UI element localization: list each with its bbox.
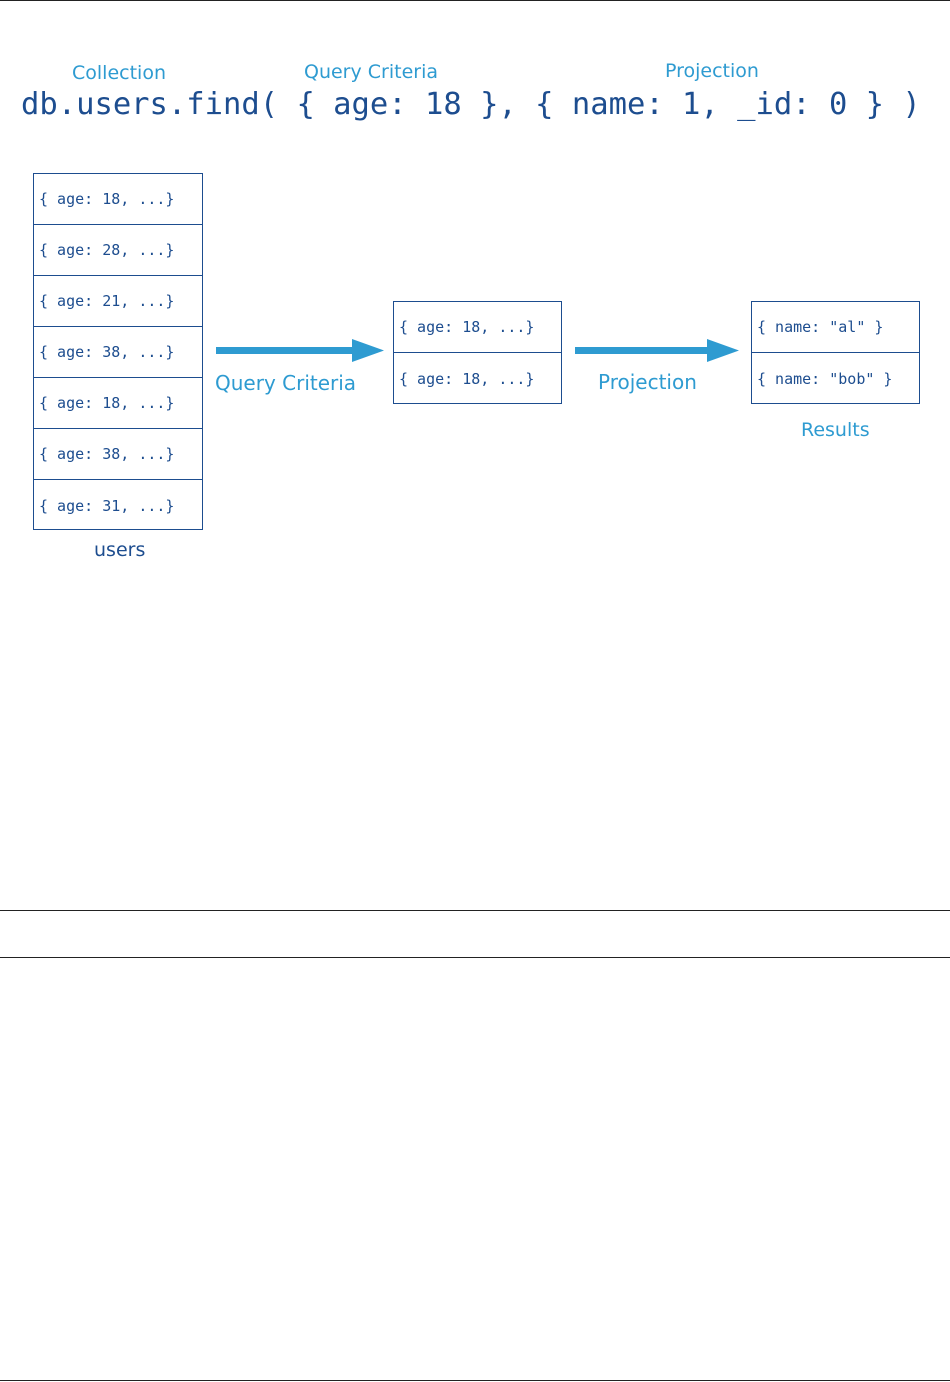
users-collection-box: { age: 18, ...} { age: 28, ...} { age: 2…	[33, 173, 203, 530]
query-criteria-arrow	[216, 339, 384, 362]
collection-label: Collection	[72, 62, 166, 84]
query-criteria-arrow-label: Query Criteria	[215, 371, 357, 395]
users-caption: users	[94, 539, 146, 561]
collection-doc: { age: 21, ...}	[34, 276, 202, 327]
results-box: { name: "al" } { name: "bob" }	[751, 301, 920, 404]
section-rule-lower	[0, 957, 950, 958]
collection-doc: { age: 38, ...}	[34, 429, 202, 480]
filtered-doc: { age: 18, ...}	[399, 369, 535, 388]
projection-label: Projection	[665, 60, 759, 82]
query-criteria-label: Query Criteria	[304, 61, 439, 83]
filtered-doc: { age: 18, ...}	[394, 302, 561, 353]
section-rule-upper	[0, 910, 950, 911]
filtered-docs-box: { age: 18, ...} { age: 18, ...}	[393, 301, 562, 404]
result-doc: { name: "al" }	[752, 302, 919, 353]
collection-doc: { age: 31, ...}	[39, 496, 175, 515]
collection-doc: { age: 28, ...}	[34, 225, 202, 276]
collection-doc: { age: 18, ...}	[34, 174, 202, 225]
collection-doc: { age: 18, ...}	[34, 378, 202, 429]
bottom-rule	[0, 1380, 950, 1381]
top-rule	[0, 0, 950, 1]
result-doc: { name: "bob" }	[757, 369, 893, 388]
results-caption: Results	[801, 419, 870, 441]
collection-doc: { age: 38, ...}	[34, 327, 202, 378]
projection-arrow-label: Projection	[598, 370, 697, 394]
query-code: db.users.find( { age: 18 }, { name: 1, _…	[21, 87, 921, 122]
projection-arrow	[575, 339, 739, 362]
